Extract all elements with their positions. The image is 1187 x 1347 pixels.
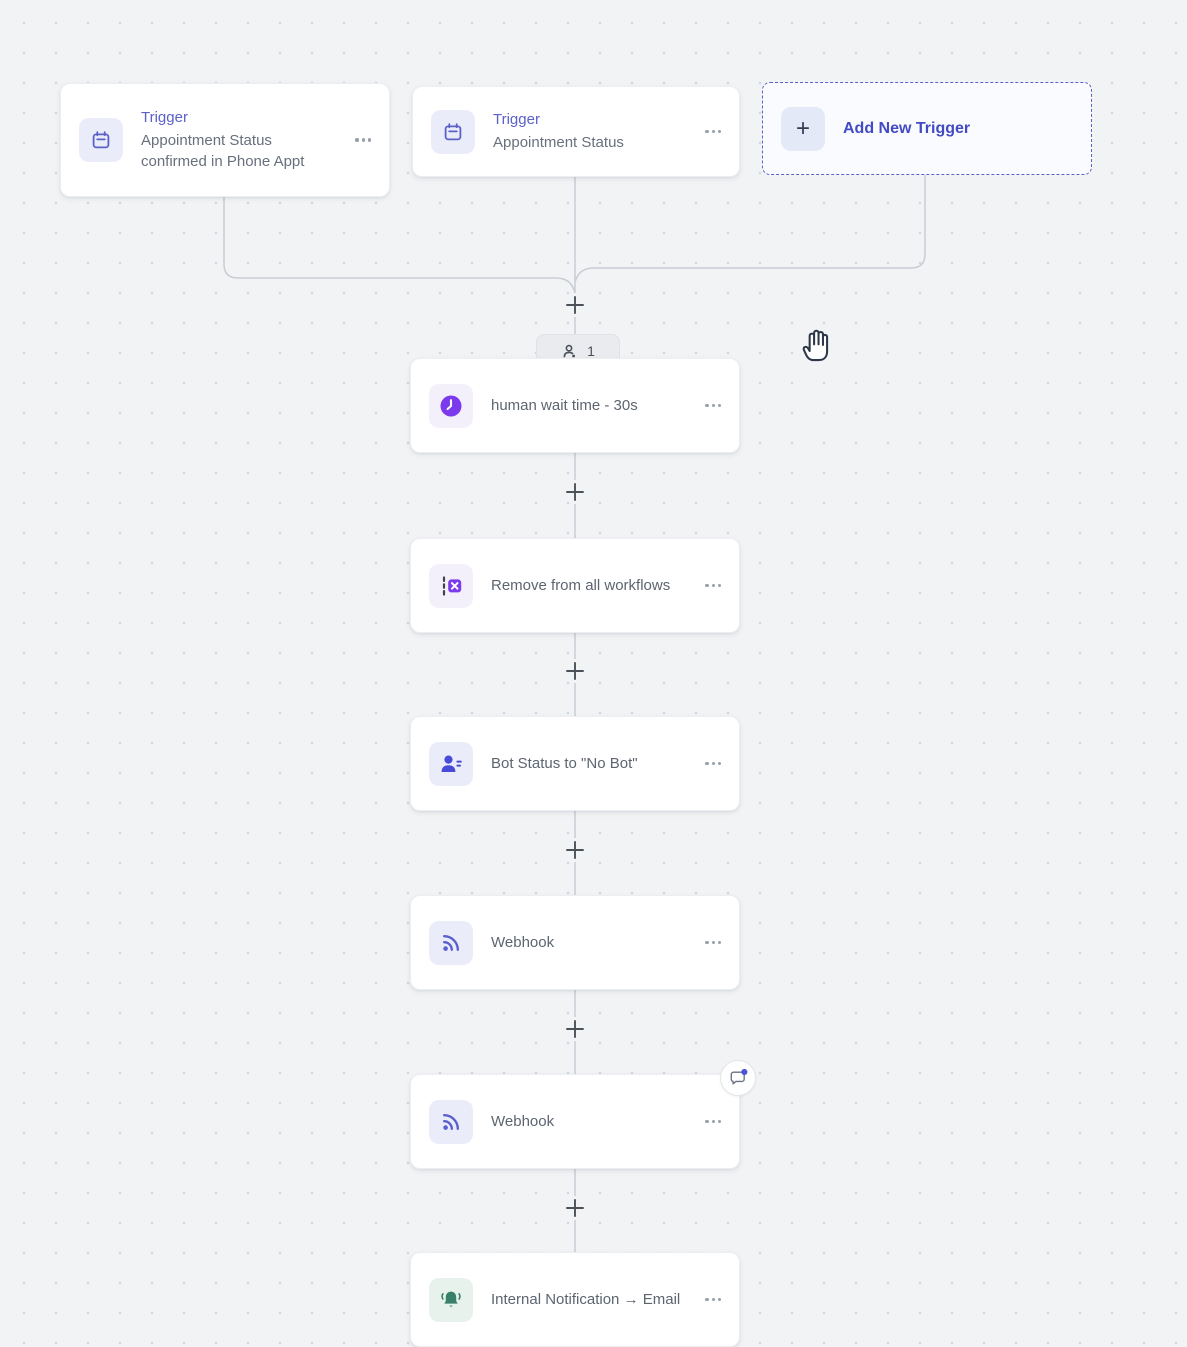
person-icon — [561, 343, 578, 360]
bell-icon — [429, 1277, 473, 1322]
more-options-icon[interactable] — [705, 578, 721, 593]
add-step-plus-icon[interactable] — [566, 1020, 584, 1038]
contact-icon — [429, 741, 473, 786]
webhook-icon — [429, 920, 473, 965]
action-label: Bot Status to "No Bot" — [491, 755, 638, 772]
add-step-plus-icon[interactable] — [566, 296, 584, 314]
clock-icon — [429, 383, 473, 428]
remove-workflows-icon — [429, 563, 473, 608]
action-label: Webhook — [491, 1113, 555, 1130]
trigger-card-1[interactable]: Trigger Appointment Status confirmed in … — [60, 83, 390, 197]
add-step-plus-icon[interactable] — [566, 483, 584, 501]
action-card-webhook-1[interactable]: Webhook — [410, 895, 740, 990]
more-options-icon[interactable] — [705, 935, 721, 950]
more-options-icon[interactable] — [705, 124, 721, 139]
more-options-icon[interactable] — [705, 398, 721, 413]
trigger-type-label: Trigger — [141, 109, 188, 126]
calendar-icon — [431, 109, 475, 154]
add-step-plus-icon[interactable] — [566, 662, 584, 680]
trigger-type-label: Trigger — [493, 111, 540, 128]
trigger-name: Appointment Status — [493, 134, 624, 151]
add-new-trigger-label: Add New Trigger — [843, 119, 971, 137]
action-card-webhook-2[interactable]: Webhook — [410, 1074, 740, 1169]
trigger-name: Appointment Status confirmed in Phone Ap… — [141, 132, 305, 170]
action-card-remove-workflows[interactable]: Remove from all workflows — [410, 538, 740, 633]
note-chat-badge[interactable] — [720, 1060, 756, 1096]
add-step-plus-icon[interactable] — [566, 1199, 584, 1217]
branch-count: 1 — [587, 343, 595, 359]
more-options-icon[interactable] — [705, 1114, 721, 1129]
calendar-icon — [79, 118, 123, 162]
add-step-plus-icon[interactable] — [566, 841, 584, 859]
more-options-icon[interactable] — [355, 132, 371, 147]
action-card-wait[interactable]: human wait time - 30s — [410, 358, 740, 453]
action-label: Webhook — [491, 934, 555, 951]
action-card-bot-status[interactable]: Bot Status to "No Bot" — [410, 716, 740, 811]
action-label: Internal Notification → Email — [491, 1291, 681, 1308]
webhook-icon — [429, 1099, 473, 1144]
more-options-icon[interactable] — [705, 756, 721, 771]
more-options-icon[interactable] — [705, 1292, 721, 1307]
plus-icon: + — [781, 106, 825, 151]
trigger-card-2[interactable]: Trigger Appointment Status — [412, 86, 740, 177]
add-new-trigger-button[interactable]: + Add New Trigger — [762, 82, 1092, 175]
action-card-internal-notification[interactable]: Internal Notification → Email — [410, 1252, 740, 1347]
action-label: Remove from all workflows — [491, 577, 671, 594]
notification-dot — [741, 1068, 748, 1076]
action-label: human wait time - 30s — [491, 397, 638, 414]
